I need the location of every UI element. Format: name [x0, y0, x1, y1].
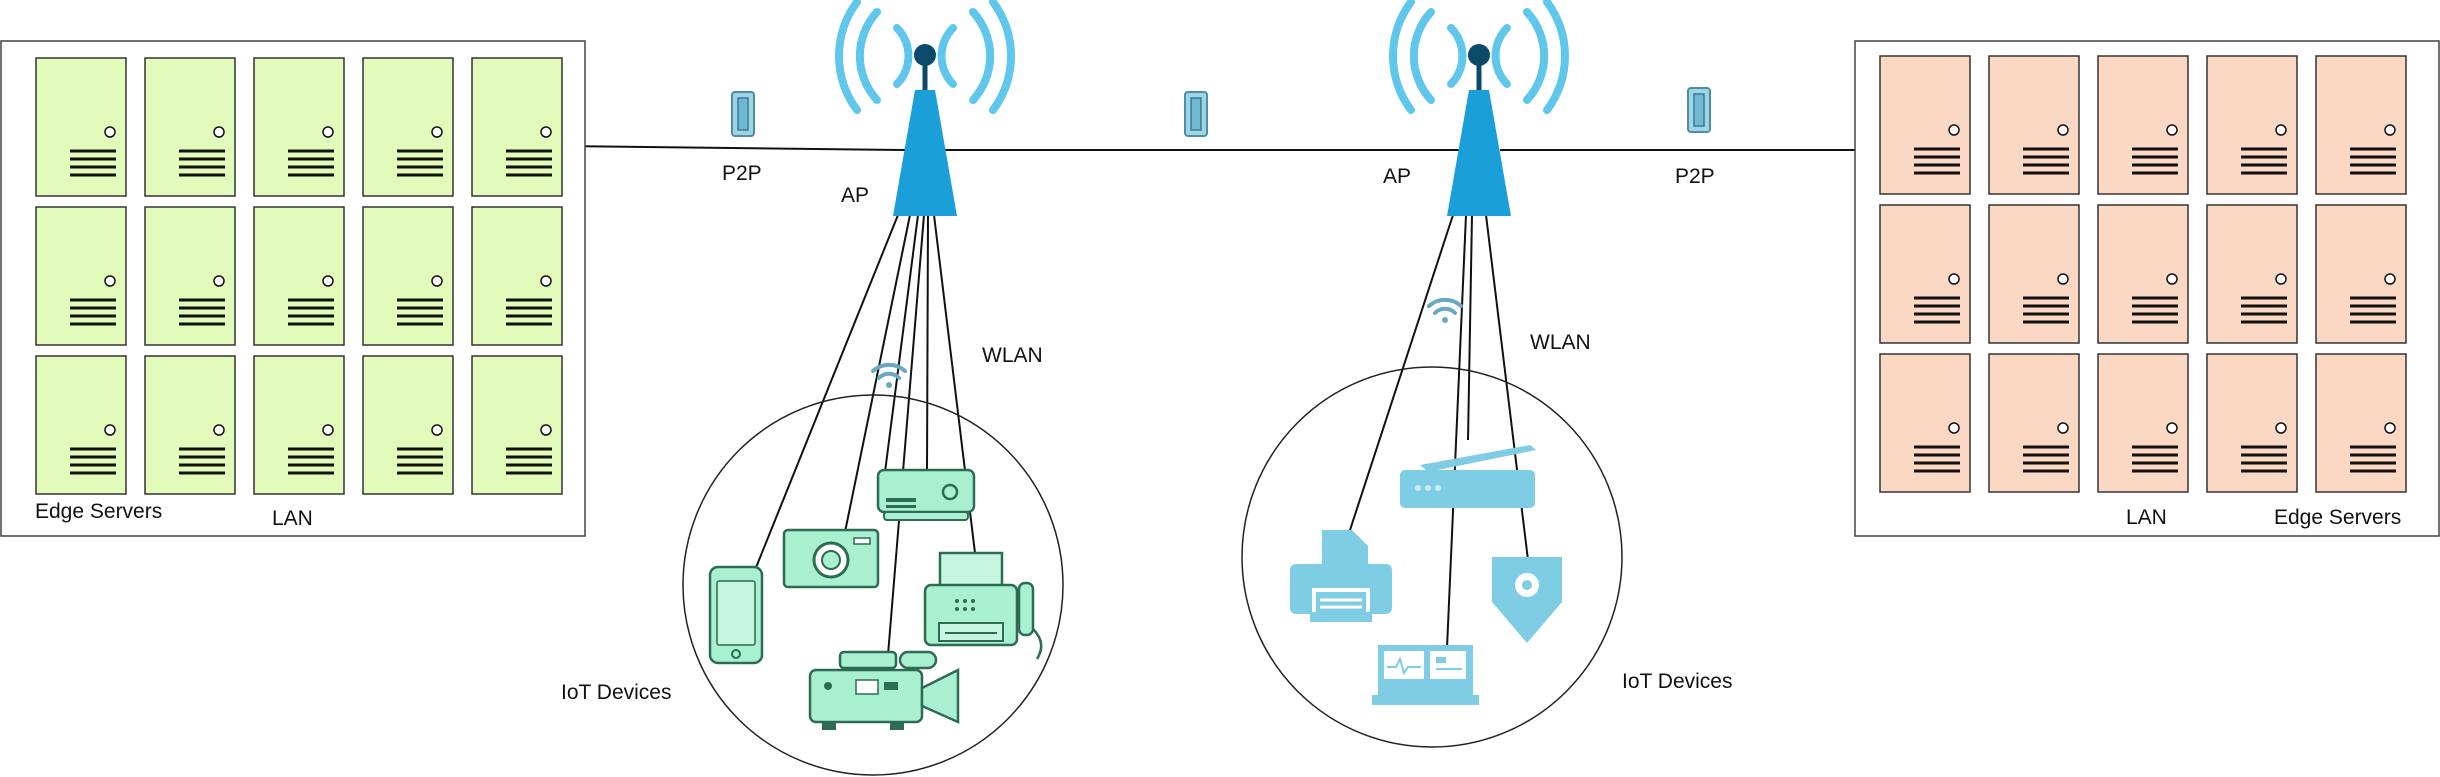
camera-icon	[782, 528, 880, 589]
iot-zone-left	[682, 394, 1064, 776]
server-icon	[2315, 55, 2407, 195]
server-icon	[144, 355, 236, 495]
signal-waves-icon	[1389, 0, 1569, 114]
server-icon	[2206, 353, 2298, 493]
server-icon	[2097, 55, 2189, 195]
server-icon	[35, 206, 127, 346]
wlan-link	[1485, 214, 1529, 561]
server-icon	[253, 355, 345, 495]
access-point-antenna-right	[1389, 0, 1569, 216]
server-icon	[471, 355, 563, 495]
iot-devices-label-right: IoT Devices	[1622, 670, 1733, 693]
ap-label-left: AP	[841, 184, 869, 207]
server-icon	[1988, 353, 2080, 493]
server-icon	[1879, 55, 1971, 195]
edge-servers-label-right: Edge Servers	[2274, 506, 2401, 529]
server-icon	[253, 206, 345, 346]
fax-icon	[923, 551, 1043, 660]
wlan-label-right: WLAN	[1530, 331, 1591, 354]
lan-label-right: LAN	[2126, 506, 2167, 529]
server-grid-left	[35, 57, 563, 495]
iot-zone-right	[1241, 366, 1623, 748]
server-grid-right	[1879, 55, 2407, 493]
wlan-link	[1446, 214, 1467, 649]
edge-servers-label-left: Edge Servers	[35, 500, 162, 523]
repeater-icon	[731, 91, 755, 137]
server-icon	[35, 355, 127, 495]
wlan-label-left: WLAN	[982, 344, 1043, 367]
smartphone-icon	[708, 565, 764, 665]
wifi-icon	[871, 362, 907, 388]
repeater-icon	[1687, 87, 1711, 133]
video-camera-icon	[808, 650, 960, 730]
server-icon	[362, 355, 454, 495]
wlan-link	[1349, 214, 1454, 531]
printer-icon	[1290, 530, 1392, 622]
repeater-icon	[1184, 91, 1208, 137]
server-icon	[1879, 204, 1971, 344]
server-icon	[2206, 55, 2298, 195]
monitor-icon	[1372, 645, 1479, 705]
p2p-label-right: P2P	[1675, 165, 1715, 188]
server-icon	[2315, 204, 2407, 344]
server-icon	[2315, 353, 2407, 493]
location-tag-icon	[1492, 557, 1562, 643]
server-icon	[471, 206, 563, 346]
wlan-link	[887, 214, 925, 656]
server-icon	[1879, 353, 1971, 493]
server-icon	[2097, 353, 2189, 493]
server-icon	[35, 57, 127, 197]
server-icon	[144, 206, 236, 346]
wlan-link	[1467, 214, 1473, 441]
server-icon	[471, 57, 563, 197]
scanner-icon	[1400, 445, 1536, 508]
server-icon	[362, 206, 454, 346]
server-icon	[144, 57, 236, 197]
wlan-link	[844, 214, 911, 533]
wlan-link	[926, 214, 929, 471]
server-icon	[1988, 55, 2080, 195]
server-icon	[1988, 204, 2080, 344]
p2p-label-left: P2P	[722, 162, 762, 185]
lan-label-left: LAN	[272, 507, 313, 530]
wifi-icon	[1427, 297, 1463, 323]
iot-devices-label-left: IoT Devices	[561, 681, 672, 704]
router-icon	[876, 468, 976, 521]
wlan-link	[754, 214, 899, 571]
server-icon	[2206, 204, 2298, 344]
access-point-antenna-left	[835, 0, 1015, 216]
p2p-link-left	[559, 145, 906, 151]
server-icon	[2097, 204, 2189, 344]
wlan-link	[884, 214, 919, 473]
ap-label-right: AP	[1383, 165, 1411, 188]
server-icon	[253, 57, 345, 197]
signal-waves-icon	[835, 0, 1015, 114]
server-icon	[362, 57, 454, 197]
